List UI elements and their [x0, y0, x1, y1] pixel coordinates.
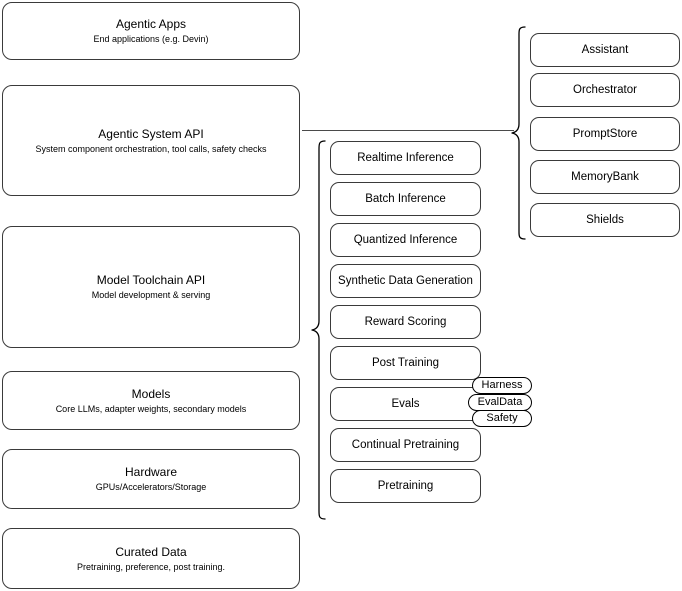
mid-item-label: Reward Scoring	[364, 315, 447, 328]
right-item-label: PromptStore	[572, 127, 638, 140]
layer-title: Agentic System API	[98, 126, 204, 141]
pill-evaldata[interactable]: EvalData	[468, 394, 532, 411]
right-item-shields[interactable]: Shields	[530, 203, 680, 237]
connector-line-system-api	[302, 130, 514, 131]
mid-item-label: Batch Inference	[365, 192, 446, 205]
layer-subtitle: Pretraining, preference, post training.	[76, 561, 226, 572]
right-item-promptstore[interactable]: PromptStore	[530, 117, 680, 151]
mid-item-evals[interactable]: Evals	[330, 387, 481, 421]
right-item-orchestrator[interactable]: Orchestrator	[530, 73, 680, 107]
mid-item-realtime-inference[interactable]: Realtime Inference	[330, 141, 481, 175]
layer-agentic-apps[interactable]: Agentic Apps End applications (e.g. Devi…	[2, 2, 300, 60]
right-item-assistant[interactable]: Assistant	[530, 33, 680, 67]
mid-item-quantized-inference[interactable]: Quantized Inference	[330, 223, 481, 257]
layer-agentic-system-api[interactable]: Agentic System API System component orch…	[2, 85, 300, 196]
right-brace	[511, 26, 526, 240]
layer-title: Models	[131, 386, 171, 401]
pill-harness[interactable]: Harness	[472, 377, 532, 394]
mid-item-pretraining[interactable]: Pretraining	[330, 469, 481, 503]
mid-item-reward-scoring[interactable]: Reward Scoring	[330, 305, 481, 339]
layer-models[interactable]: Models Core LLMs, adapter weights, secon…	[2, 371, 300, 430]
mid-item-batch-inference[interactable]: Batch Inference	[330, 182, 481, 216]
layer-subtitle: Core LLMs, adapter weights, secondary mo…	[55, 403, 247, 414]
layer-curated-data[interactable]: Curated Data Pretraining, preference, po…	[2, 528, 300, 589]
right-item-label: Shields	[586, 213, 624, 226]
right-item-memorybank[interactable]: MemoryBank	[530, 160, 680, 194]
layer-title: Hardware	[124, 465, 178, 479]
mid-item-label: Evals	[391, 397, 420, 410]
mid-item-label: Post Training	[371, 356, 440, 369]
layer-subtitle: GPUs/Accelerators/Storage	[95, 482, 207, 492]
mid-item-label: Quantized Inference	[353, 233, 458, 246]
mid-item-continual-pretraining[interactable]: Continual Pretraining	[330, 428, 481, 462]
layer-title: Model Toolchain API	[96, 273, 206, 287]
right-item-label: MemoryBank	[571, 170, 639, 183]
middle-brace	[311, 140, 326, 520]
right-item-label: Assistant	[581, 43, 629, 56]
layer-title: Agentic Apps	[115, 17, 187, 31]
mid-item-post-training[interactable]: Post Training	[330, 346, 481, 380]
mid-item-label: Realtime Inference	[357, 151, 454, 164]
layer-title: Curated Data	[115, 544, 187, 559]
layer-model-toolchain-api[interactable]: Model Toolchain API Model development & …	[2, 226, 300, 348]
layer-subtitle: System component orchestration, tool cal…	[35, 143, 267, 154]
layer-subtitle: End applications (e.g. Devin)	[93, 34, 209, 44]
mid-item-label: Synthetic Data Generation	[338, 274, 473, 287]
pill-safety[interactable]: Safety	[472, 410, 532, 427]
mid-item-label: Pretraining	[377, 479, 434, 492]
layer-subtitle: Model development & serving	[91, 290, 211, 300]
mid-item-synthetic-data-generation[interactable]: Synthetic Data Generation	[330, 264, 481, 298]
right-item-label: Orchestrator	[573, 83, 637, 96]
mid-item-label: Continual Pretraining	[351, 438, 460, 451]
layer-hardware[interactable]: Hardware GPUs/Accelerators/Storage	[2, 449, 300, 509]
